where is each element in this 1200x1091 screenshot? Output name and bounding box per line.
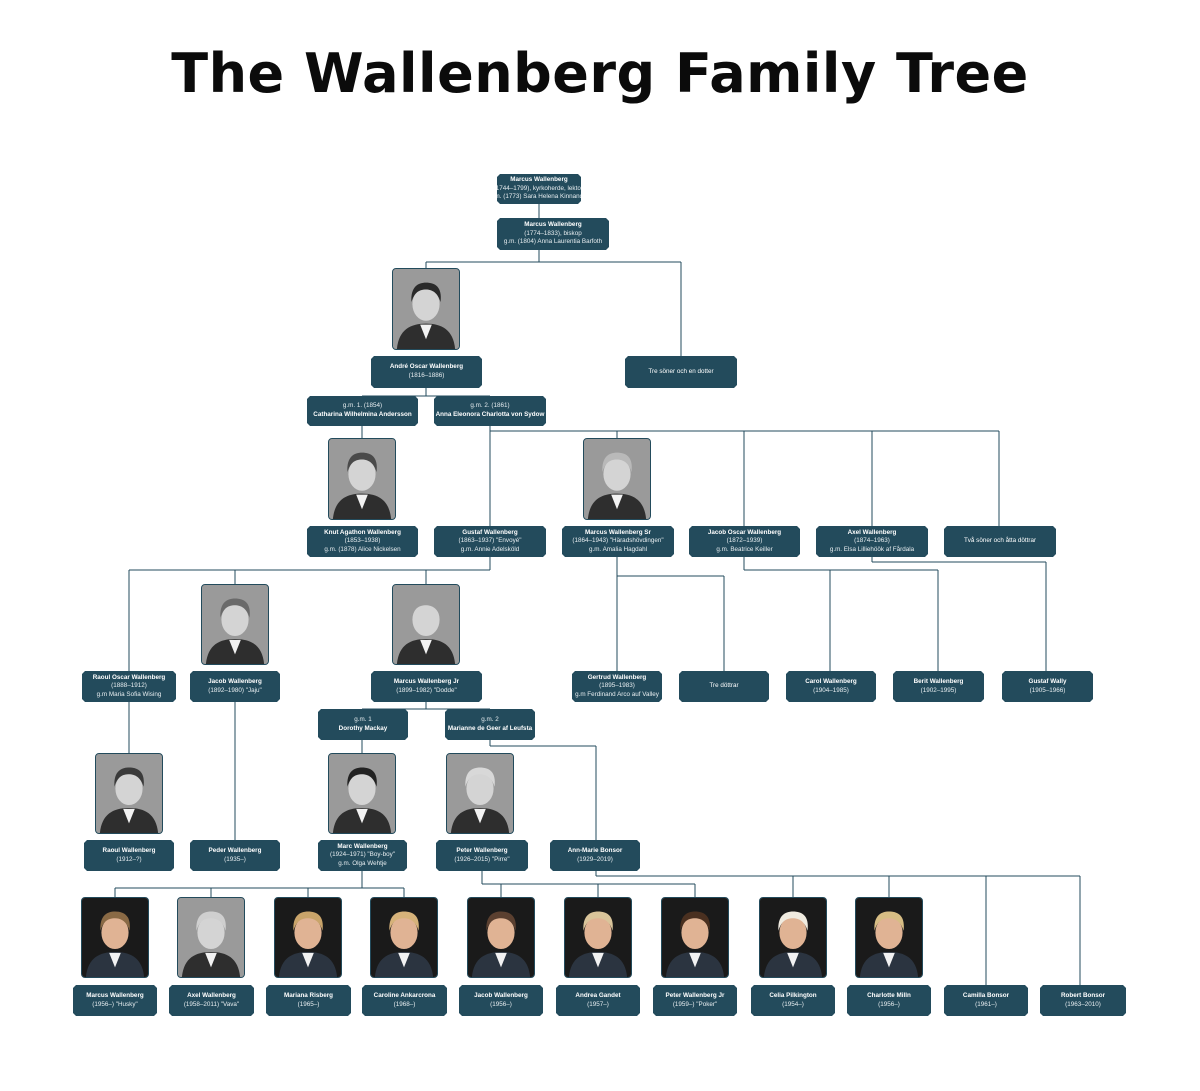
person-node: Gertrud Wallenberg(1895–1983)g.m Ferdina…: [572, 671, 662, 702]
portrait-photo: [467, 897, 535, 978]
portrait-photo: [370, 897, 438, 978]
person-node: Raoul Oscar Wallenberg(1888–1912)g.m Mar…: [82, 671, 176, 702]
page-title: The Wallenberg Family Tree: [171, 42, 1029, 105]
connector: [362, 388, 490, 397]
person-node: Gustaf Wallenberg(1863–1937) "Envoyé"g.m…: [434, 526, 546, 557]
connector: [425, 250, 682, 356]
person-node: Mariana Risberg(1965–): [266, 985, 351, 1016]
person-node: Knut Agathon Wallenberg(1853–1938)g.m. (…: [307, 526, 418, 557]
person-node: Axel Wallenberg(1958–2011) "Vava": [169, 985, 254, 1016]
person-node: Carol Wallenberg(1904–1985): [786, 671, 876, 702]
person-node: Jacob Oscar Wallenberg(1872–1939)g.m. Be…: [689, 526, 800, 557]
portrait-photo: [81, 897, 149, 978]
connector: [114, 871, 405, 897]
portrait-photo: [392, 268, 460, 350]
person-node: Tre döttrar: [679, 671, 769, 702]
portrait-photo: [328, 753, 396, 834]
portrait-photo: [564, 897, 632, 978]
portrait-silhouette: [393, 269, 459, 349]
connector-lines: [114, 204, 1081, 985]
portrait-silhouette: [468, 898, 534, 977]
person-node: Peter Wallenberg Jr(1959–) "Poker": [653, 985, 737, 1016]
connector: [489, 740, 597, 840]
person-node: Peter Wallenberg(1926–2015) "Pirre": [436, 840, 528, 871]
portrait-photo: [759, 897, 827, 978]
person-node: Berit Wallenberg(1902–1995): [893, 671, 984, 702]
portrait-silhouette: [178, 898, 244, 977]
person-node: Camilla Bonsor(1961–): [944, 985, 1028, 1016]
portrait-silhouette: [565, 898, 631, 977]
portrait-silhouette: [584, 439, 650, 519]
portrait-silhouette: [662, 898, 728, 977]
person-node: Marcus Wallenberg Jr(1899–1982) "Dodde": [371, 671, 482, 702]
person-node: Jacob Wallenberg(1892–1980) "Jaju": [190, 671, 280, 702]
person-node: André Oscar Wallenberg(1816–1886): [371, 356, 482, 388]
connector: [361, 426, 1000, 526]
connector: [871, 557, 1047, 671]
portrait-photo: [177, 897, 245, 978]
portrait-photo: [274, 897, 342, 978]
person-node: Marc Wallenberg(1924–1971) "Boy-boy"g.m.…: [318, 840, 407, 871]
connector: [362, 702, 490, 710]
portrait-silhouette: [275, 898, 341, 977]
portrait-photo: [855, 897, 923, 978]
spouse-node: g.m. 1. (1854)Catharina Wilhelmina Ander…: [307, 396, 418, 426]
portrait-photo: [583, 438, 651, 520]
person-node: Raoul Wallenberg(1912–?): [84, 840, 174, 871]
person-node: Jacob Wallenberg(1956–): [459, 985, 543, 1016]
portrait-silhouette: [393, 585, 459, 664]
portrait-silhouette: [96, 754, 162, 833]
portrait-silhouette: [371, 898, 437, 977]
portrait-photo: [201, 584, 269, 665]
person-node: Celia Pilkington(1954–): [751, 985, 835, 1016]
person-node: Andrea Gandet(1957–): [556, 985, 640, 1016]
person-node: Tre söner och en dotter: [625, 356, 737, 388]
portrait-silhouette: [447, 754, 513, 833]
portrait-photo: [446, 753, 514, 834]
portrait-silhouette: [202, 585, 268, 664]
portrait-silhouette: [329, 754, 395, 833]
portrait-silhouette: [82, 898, 148, 977]
person-node: Gustaf Wally(1905–1966): [1002, 671, 1093, 702]
connector: [595, 871, 1081, 985]
person-node: Caroline Ankarcrona(1968–): [362, 985, 447, 1016]
person-node: Marcus Wallenberg Sr(1864–1943) "Häradsh…: [562, 526, 674, 557]
person-node: Peder Wallenberg(1935–): [190, 840, 280, 871]
person-node: Marcus Wallenberg(1956–) "Husky": [73, 985, 157, 1016]
portrait-photo: [95, 753, 163, 834]
person-node: Marcus Wallenberg(1744–1799), kyrkoherde…: [497, 174, 581, 204]
portrait-photo: [661, 897, 729, 978]
person-node: Ann-Marie Bonsor(1929–2019): [550, 840, 640, 871]
person-node: Charlotte Milln(1956–): [847, 985, 931, 1016]
portrait-photo: [328, 438, 396, 520]
portrait-silhouette: [329, 439, 395, 519]
person-node: Två söner och åtta döttrar: [944, 526, 1056, 557]
person-node: Robert Bonsor(1963–2010): [1040, 985, 1126, 1016]
person-node: Axel Wallenberg(1874–1963)g.m. Elsa Lill…: [816, 526, 928, 557]
connector: [481, 871, 696, 897]
spouse-node: g.m. 2. (1861)Anna Eleonora Charlotta vo…: [434, 396, 546, 426]
portrait-photo: [392, 584, 460, 665]
connector: [128, 557, 491, 671]
portrait-silhouette: [856, 898, 922, 977]
connector: [616, 557, 725, 671]
connector: [743, 557, 939, 671]
portrait-silhouette: [760, 898, 826, 977]
